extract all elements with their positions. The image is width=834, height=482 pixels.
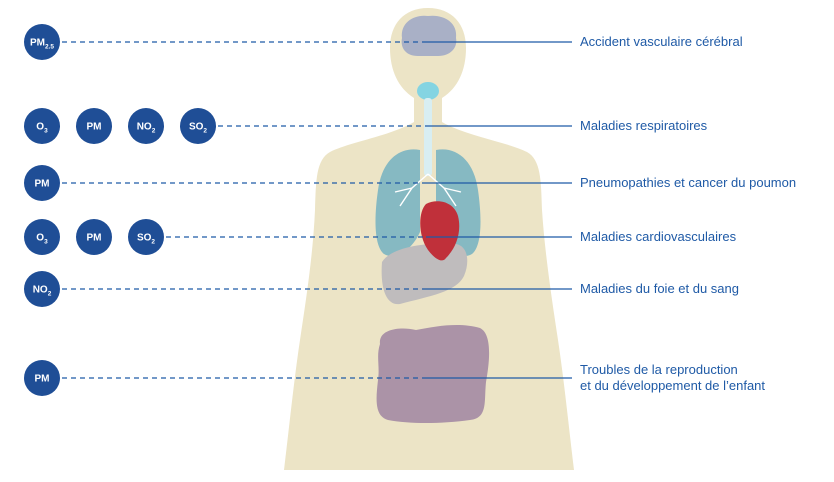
disease-label: Troubles de la reproduction: [580, 362, 738, 377]
pollutant-badge: PM: [76, 108, 112, 144]
pollutant-badge: SO2: [180, 108, 216, 144]
pollutant-label: PM: [35, 374, 50, 385]
disease-label: et du développement de l’enfant: [580, 378, 765, 393]
human-body-figure: [284, 8, 574, 470]
pollutant-formula: PM: [87, 122, 102, 133]
pollutant-formula: PM: [87, 233, 102, 244]
pollutant-badge: PM2.5: [24, 24, 60, 60]
pollutant-badge: NO2: [24, 271, 60, 307]
pollutant-badge: PM: [24, 165, 60, 201]
pollutant-subscript: 2.5: [45, 44, 54, 51]
pollutant-label: PM: [87, 122, 102, 133]
pollutant-badge: O3: [24, 219, 60, 255]
pollutant-badge: O3: [24, 108, 60, 144]
pollutant-formula: NO: [33, 285, 48, 296]
pollutant-subscript: 2: [151, 239, 155, 246]
disease-label: Maladies respiratoires: [580, 118, 708, 133]
pollutant-badge: NO2: [128, 108, 164, 144]
pollutant-subscript: 2: [48, 291, 52, 298]
pollutant-formula: PM: [35, 179, 50, 190]
pollutant-badge: PM: [24, 360, 60, 396]
pollutant-subscript: 2: [203, 128, 207, 135]
intestine-shape: [377, 325, 490, 423]
pollutant-formula: PM: [35, 374, 50, 385]
pollutant-subscript: 2: [152, 128, 156, 135]
pollutant-badge: SO2: [128, 219, 164, 255]
brain-shape: [402, 16, 457, 56]
pollutant-subscript: 3: [44, 239, 48, 246]
pollutant-label: PM: [35, 179, 50, 190]
disease-label: Maladies cardiovasculaires: [580, 229, 737, 244]
disease-label: Pneumopathies et cancer du poumon: [580, 175, 796, 190]
trachea-shape: [424, 98, 432, 176]
pollutant-label: PM: [87, 233, 102, 244]
row-0: PM2.5 Accident vasculaire cérébral: [24, 24, 743, 60]
disease-label: Maladies du foie et du sang: [580, 281, 739, 296]
throat-shape: [417, 82, 439, 100]
pollutant-formula: NO: [137, 122, 152, 133]
pollutant-formula: PM: [30, 38, 45, 49]
pollutant-formula: SO: [189, 122, 204, 133]
pollutant-badge: PM: [76, 219, 112, 255]
pollutant-formula: SO: [137, 233, 152, 244]
pollutant-subscript: 3: [44, 128, 48, 135]
disease-label: Accident vasculaire cérébral: [580, 34, 743, 49]
